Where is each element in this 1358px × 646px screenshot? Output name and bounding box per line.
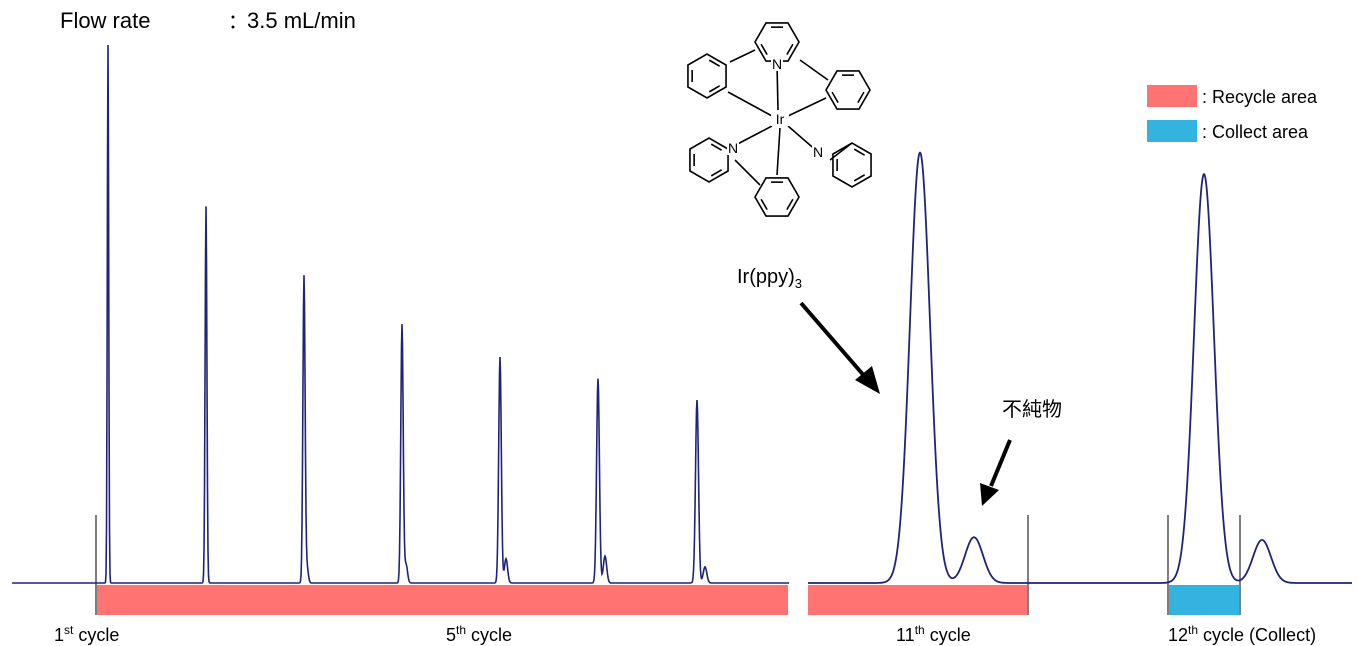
chromatogram-trace-cycles-1-7 [12, 44, 789, 584]
legend-swatch-collect [1147, 120, 1197, 142]
metal-ligand-bond [776, 127, 781, 176]
phenyl-ring [687, 53, 727, 99]
cycle-label-11: 11th cycle [896, 623, 971, 645]
metal-ligand-bond [776, 63, 779, 111]
cycle-label-12-collect: 12th cycle (Collect) [1168, 623, 1316, 645]
pyridine-ring [689, 137, 729, 183]
pyridine-ring [832, 142, 872, 188]
compound-label: Ir(ppy)3 [737, 266, 802, 291]
impurity-label: 不純物 [1002, 398, 1062, 421]
chromatogram-trace-cycles-11-12 [808, 151, 1352, 584]
legend-separator: : [1202, 122, 1207, 142]
legend-separator: : [1202, 87, 1207, 107]
flow-rate-value: 3.5 mL/min [247, 8, 356, 33]
ring-bond [734, 159, 761, 186]
flow-rate-label: Flow rate [60, 8, 150, 33]
phenyl-ring [825, 70, 871, 110]
pyridine-ring [754, 22, 800, 62]
legend-label-collect: Collect area [1212, 122, 1309, 142]
ring-bond [799, 59, 829, 81]
metal-ligand-bond [727, 91, 773, 117]
cycle-label-1: 1st cycle [54, 623, 119, 645]
compound-arrow [799, 301, 880, 394]
cycle-label-5: 5th cycle [446, 623, 512, 645]
legend-label-recycle: Recycle area [1212, 87, 1318, 107]
recycle-area-bar [808, 585, 1028, 615]
nitrogen-atom-label: N [728, 140, 738, 156]
iridium-atom-label: Ir [776, 111, 785, 127]
legend-swatch-recycle [1147, 85, 1197, 107]
nitrogen-atom-label: N [772, 56, 782, 72]
recycle-area-bar [96, 585, 788, 615]
nitrogen-atom-label: N [813, 144, 823, 160]
ring-bond [729, 49, 756, 63]
metal-ligand-bond [787, 97, 827, 117]
flow-rate-separator: ： [228, 11, 248, 33]
impurity-arrow [980, 439, 1012, 506]
phenyl-ring [754, 177, 800, 217]
ring-bond [829, 142, 853, 161]
collect-area-bar [1168, 585, 1240, 615]
